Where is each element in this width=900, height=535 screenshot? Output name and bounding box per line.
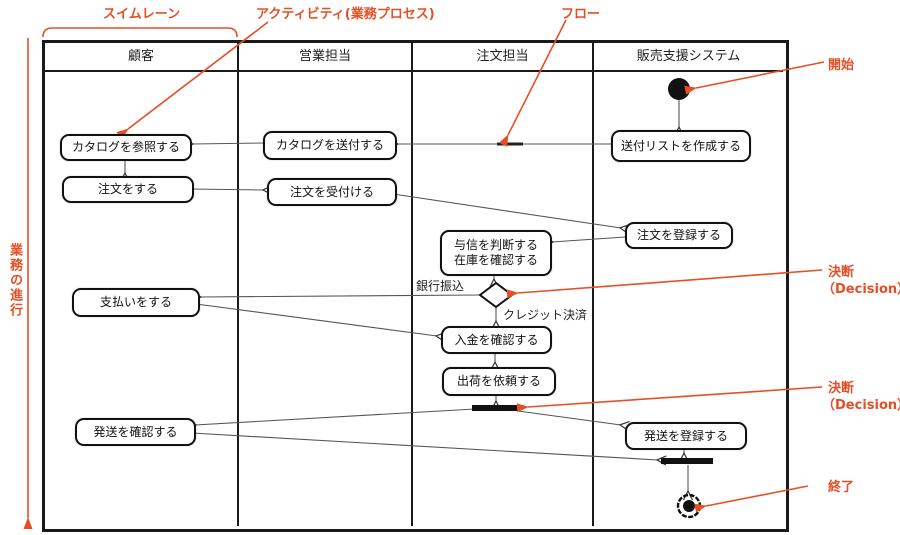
lane-header-sales-system: 販売支援システム bbox=[636, 49, 741, 64]
activity-create-list[interactable]: 送付リストを作成する bbox=[611, 130, 751, 162]
flow-place-order-to-accept-order bbox=[189, 189, 264, 190]
final-node bbox=[676, 493, 702, 519]
annotation-flow: フロー bbox=[561, 7, 601, 22]
lane-header-sales: 営業担当 bbox=[298, 49, 351, 64]
annotation-start: 開始 bbox=[828, 58, 855, 73]
swimlane-table bbox=[42, 40, 789, 532]
activity-register-order[interactable]: 注文を登録する bbox=[625, 222, 733, 249]
lane-header-order: 注文担当 bbox=[476, 49, 529, 64]
annotation-activity: アクティビティ(業務プロセス) bbox=[256, 7, 435, 22]
activity-refer-catalog[interactable]: カタログを参照する bbox=[60, 134, 192, 161]
annotation-decision2: 決断 bbox=[828, 381, 855, 396]
flow-make-payment-to-confirm-payment bbox=[195, 303, 437, 336]
lane-header-customer: 顧客 bbox=[127, 49, 154, 64]
end-callout-line bbox=[694, 485, 809, 513]
activity-confirm-shipping[interactable]: 発送を確認する bbox=[75, 418, 196, 446]
activity-callout-line bbox=[116, 21, 269, 140]
header-separator bbox=[42, 70, 783, 72]
flow-decision-to-make-payment bbox=[200, 295, 480, 297]
flow-register-order-to-credit-check bbox=[552, 236, 626, 242]
flow-fork-to-confirm-shipping bbox=[195, 408, 476, 425]
decision2-callout-line bbox=[516, 386, 823, 413]
lane-divider-2 bbox=[411, 40, 413, 526]
annotation-end: 終了 bbox=[828, 480, 855, 495]
annotation-business-progress: 業務の進行 bbox=[7, 243, 22, 318]
activity-place-order[interactable]: 注文をする bbox=[62, 176, 194, 203]
decision1-callout-line bbox=[506, 269, 823, 299]
edge-label-credit-payment: クレジット決済 bbox=[503, 308, 588, 322]
swimlane-brace bbox=[42, 27, 238, 38]
edge-label-bank-transfer: 銀行振込 bbox=[416, 279, 465, 293]
activity-accept-order[interactable]: 注文を受付ける bbox=[267, 178, 397, 206]
annotation-decision2-sub: （Decision） bbox=[822, 398, 900, 413]
annotation-decision1-sub: （Decision） bbox=[822, 282, 900, 297]
flow-send-catalog-to-refer-catalog bbox=[192, 143, 264, 144]
flow-confirm-shipping-to-join bbox=[191, 432, 658, 460]
annotation-swimlane: スイムレーン bbox=[103, 7, 181, 22]
activity-make-payment[interactable]: 支払いをする bbox=[72, 288, 200, 317]
activity-confirm-payment[interactable]: 入金を確認する bbox=[441, 326, 552, 354]
activity-register-shipping[interactable]: 発送を登録する bbox=[625, 422, 747, 450]
fork-bar bbox=[472, 405, 520, 411]
activity-send-catalog[interactable]: カタログを送付する bbox=[263, 131, 397, 160]
flow-accept-order-to-register-order bbox=[392, 193, 621, 228]
lane-divider-1 bbox=[237, 40, 239, 526]
lane-divider-3 bbox=[592, 40, 594, 526]
annotation-decision1: 決断 bbox=[828, 265, 855, 280]
start-callout-line bbox=[684, 61, 825, 95]
start-node bbox=[668, 78, 690, 100]
activity-request-shipment[interactable]: 出荷を依頼する bbox=[442, 367, 556, 396]
activity-check-credit-stock[interactable]: 与信を判断する 在庫を確認する bbox=[440, 230, 552, 276]
decision-diamond bbox=[478, 281, 514, 309]
join-bar bbox=[661, 458, 713, 464]
flow-callout-line bbox=[499, 19, 567, 147]
flow-fork-to-register-shipping bbox=[517, 410, 621, 425]
